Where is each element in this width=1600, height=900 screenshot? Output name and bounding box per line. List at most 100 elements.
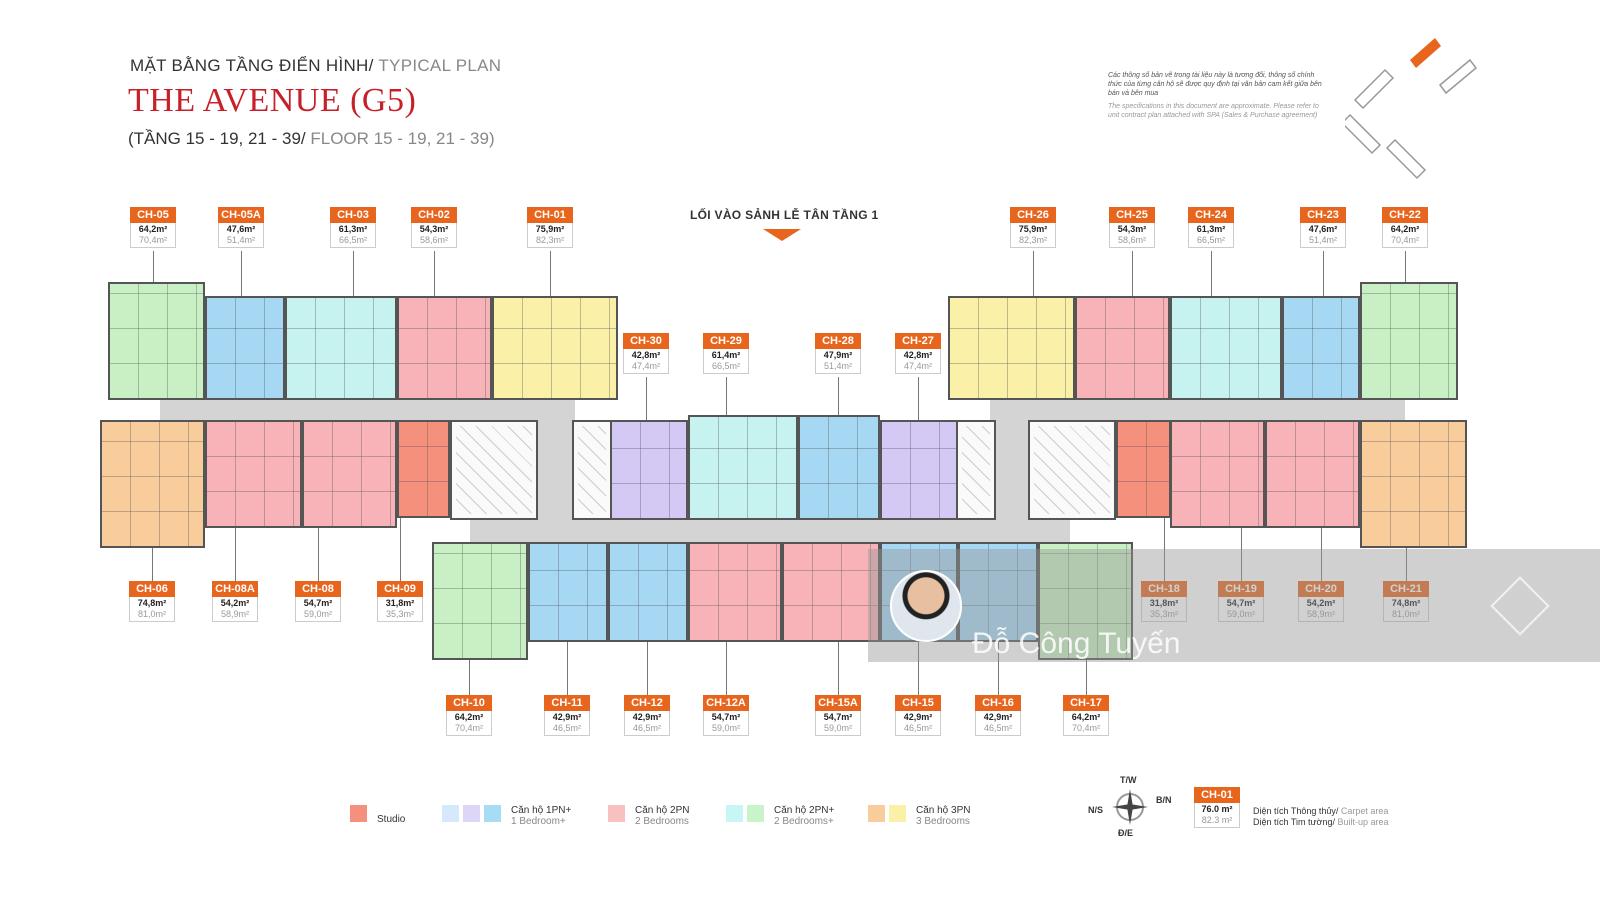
unit-id: CH-20 [1298,581,1344,597]
legend-swatch [889,805,906,822]
unit-ch-27[interactable] [880,420,958,520]
compass-rose-icon [1112,789,1148,825]
unit-ch-18[interactable] [1116,420,1171,518]
built-area: 59,0m² [1226,609,1255,619]
carpet-area: 64,2m² [1390,224,1420,234]
built-area: 70,4m² [1071,723,1100,733]
unit-ch-03[interactable] [285,296,397,400]
unit-ch-25[interactable] [1075,296,1170,400]
unit-ch-22[interactable] [1360,282,1458,400]
built-area: 66,5m² [711,361,740,371]
carpet-area: 42,9m² [552,712,582,722]
disclaimer-note: Các thông số bản vẽ trong tài liệu này l… [1108,72,1322,119]
built-area: 70,4m² [454,723,483,733]
unit-ch-17[interactable] [1038,542,1133,660]
leader-line [1323,251,1324,296]
unit-ch-02[interactable] [397,296,492,400]
built-area: 82,3m² [535,235,564,245]
legend-label: Căn hộ 2PN+ [774,805,835,816]
built-area: 35,3m² [385,609,414,619]
built-area: 47,4m² [631,361,660,371]
key-unit-id: CH-01 [1194,787,1240,803]
unit-ch-20[interactable] [1265,420,1360,528]
unit-ch-15a[interactable] [782,542,880,642]
unit-ch-29[interactable] [688,415,798,520]
unit-ch-30[interactable] [610,420,688,520]
built-area: 35,3m² [1149,609,1178,619]
legend-label: Căn hộ 2PN [635,805,690,816]
unit-id: CH-15A [815,695,861,711]
elevator-stair-core [450,420,538,520]
built-area: 58,6m² [1117,235,1146,245]
leader-line [469,660,470,695]
leader-line [646,377,647,420]
unit-ch-09[interactable] [397,420,450,518]
unit-ch-06[interactable] [100,420,205,548]
carpet-area: 54,2m² [1306,598,1336,608]
legend-label: Căn hộ 3PN [916,805,971,816]
unit-id: CH-16 [975,695,1021,711]
unit-ch-05[interactable] [108,282,205,400]
unit-ch-10[interactable] [432,542,528,660]
unit-ch-26[interactable] [948,296,1075,400]
unit-ch-12[interactable] [608,542,688,642]
unit-ch-08[interactable] [302,420,397,528]
area-legend-text: Diện tích Thông thủy/ Carpet area Diện t… [1253,806,1389,827]
unit-ch-08a[interactable] [205,420,302,528]
leader-line [1132,251,1133,296]
legend-swatch [726,805,743,822]
unit-ch-24[interactable] [1170,296,1282,400]
unit-ch-19[interactable] [1170,420,1265,528]
carpet-area: 54,2m² [220,598,250,608]
unit-ch-28[interactable] [798,415,880,520]
unit-ch-16[interactable] [958,542,1038,642]
unit-ch-01[interactable] [492,296,618,400]
unit-ch-21[interactable] [1360,420,1467,548]
unit-id: CH-11 [544,695,590,711]
unit-ch-11[interactable] [528,542,608,642]
unit-ch-12a[interactable] [688,542,782,642]
legend-swatch [868,805,885,822]
compass-west: T/W [1120,775,1137,785]
unit-ch-23[interactable] [1282,296,1360,400]
unit-ch-05a[interactable] [205,296,285,400]
entrance-arrow-icon [763,229,801,241]
leader-line [1086,660,1087,695]
carpet-area: 64,2m² [1071,712,1101,722]
unit-id: CH-23 [1300,207,1346,223]
unit-id: CH-24 [1188,207,1234,223]
legend-swatch [350,805,367,822]
